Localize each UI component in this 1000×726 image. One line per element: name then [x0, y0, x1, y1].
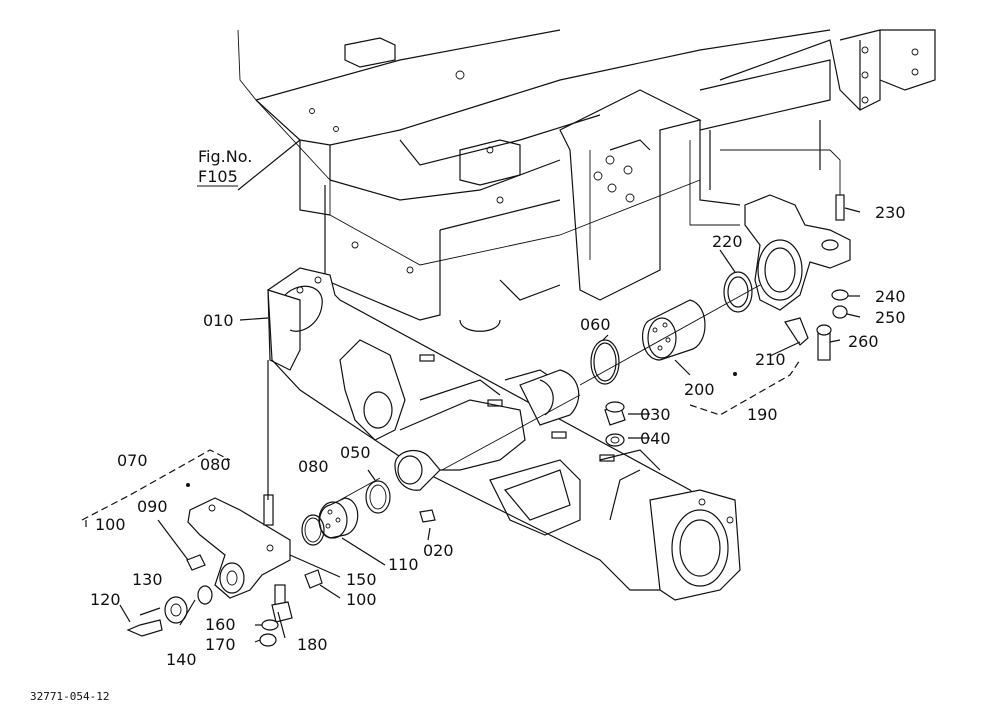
- label-110: 110: [388, 555, 419, 574]
- label-090: 090: [137, 497, 168, 516]
- label-260: 260: [848, 332, 879, 351]
- label-230: 230: [875, 203, 906, 222]
- leader-lines: [81, 139, 861, 643]
- label-170: 170: [205, 635, 236, 654]
- label-250: 250: [875, 308, 906, 327]
- front-bracket: [126, 483, 323, 647]
- label-240: 240: [875, 287, 906, 306]
- label-010: 010: [203, 311, 234, 330]
- axle-housing: [267, 267, 741, 601]
- callout-labels: Fig.No. F105 010 020 030 040 050 060 070…: [30, 147, 906, 703]
- chassis-frame: [237, 29, 936, 332]
- label-080b: 080: [298, 457, 329, 476]
- label-030: 030: [640, 405, 671, 424]
- label-220: 220: [712, 232, 743, 251]
- knuckle-assembly: [590, 194, 851, 385]
- small-parts: [301, 401, 626, 546]
- label-020: 020: [423, 541, 454, 560]
- label-040: 040: [640, 429, 671, 448]
- label-060: 060: [580, 315, 611, 334]
- label-120: 120: [90, 590, 121, 609]
- label-080a: 080: [200, 455, 231, 474]
- label-210: 210: [755, 350, 786, 369]
- label-100a: 100: [95, 515, 126, 534]
- label-070: 070: [117, 451, 148, 470]
- label-140: 140: [166, 650, 197, 669]
- label-150: 150: [346, 570, 377, 589]
- label-130: 130: [132, 570, 163, 589]
- figure-ref-line2: F105: [198, 167, 238, 186]
- figure-ref-line1: Fig.No.: [198, 147, 252, 166]
- label-180: 180: [297, 635, 328, 654]
- label-050: 050: [340, 443, 371, 462]
- label-100b: 100: [346, 590, 377, 609]
- drawing-number: 32771-054-12: [30, 690, 109, 703]
- label-200: 200: [684, 380, 715, 399]
- label-160: 160: [205, 615, 236, 634]
- label-190: 190: [747, 405, 778, 424]
